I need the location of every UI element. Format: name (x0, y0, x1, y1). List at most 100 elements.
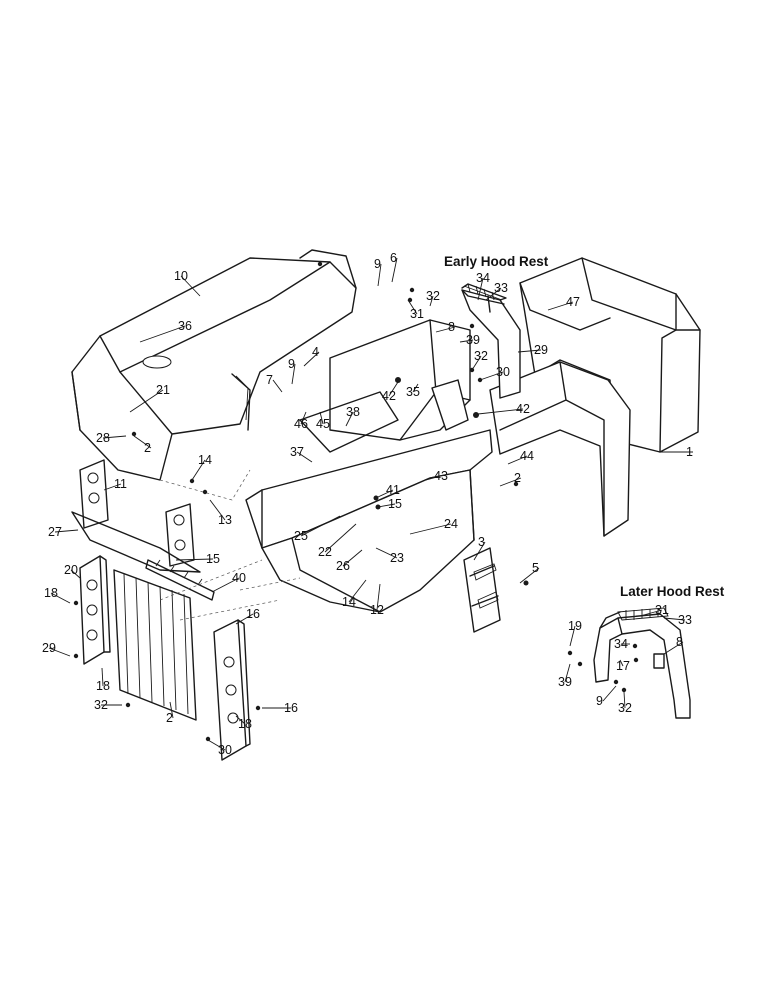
callout-number: 15 (388, 497, 402, 511)
callout-number: 13 (218, 513, 232, 527)
callout-number: 36 (178, 319, 192, 333)
callout-number: 40 (232, 571, 246, 585)
callout-number: 29 (42, 641, 56, 655)
callout-leader-line (377, 489, 394, 498)
callout-leader-line (517, 349, 542, 353)
callout-leader-line (663, 617, 686, 621)
early-hood-rest-bracket (461, 283, 521, 399)
callout-number: 2 (166, 711, 173, 725)
callout-number: 33 (678, 613, 692, 627)
callout-leader-line (471, 355, 482, 371)
callout-leader-line (102, 435, 127, 439)
callout-number: 34 (614, 637, 628, 651)
callout-number: 2 (514, 471, 521, 485)
callout-number: 39 (558, 675, 572, 689)
callout-number: 8 (448, 320, 455, 334)
callout-leader-line (602, 685, 617, 702)
callout-number: 27 (48, 525, 62, 539)
callout-number: 24 (444, 517, 458, 531)
callout-number: 43 (434, 469, 448, 483)
callout-leader-line (564, 663, 571, 683)
callout-number: 28 (96, 431, 110, 445)
callout-leader-line (388, 381, 399, 397)
callout-leader-line (70, 569, 81, 579)
callout-number: 25 (294, 529, 308, 543)
radiator-brackets (71, 459, 201, 573)
frame-side-rails (245, 319, 493, 613)
callout-leader-line (272, 379, 283, 393)
callout-number: 34 (476, 271, 490, 285)
callout-leader-line (459, 339, 474, 343)
callout-number: 30 (218, 743, 232, 757)
callout-number: 1 (686, 445, 693, 459)
callout-number: 5 (532, 561, 539, 575)
callout-number: 8 (676, 635, 683, 649)
callout-leader-line (547, 301, 574, 311)
callout-number: 18 (96, 679, 110, 693)
callout-leader-line (296, 451, 313, 463)
callout-number: 10 (174, 269, 188, 283)
callout-leader-line (103, 483, 122, 491)
callout-leader-line (207, 739, 226, 751)
callout-leader-line (477, 277, 484, 301)
callout-leader-line (291, 363, 296, 385)
callout-leader-line (101, 667, 104, 687)
grille-and-side-panels (79, 555, 251, 761)
callout-number: 47 (566, 295, 580, 309)
callout-number: 16 (284, 701, 298, 715)
callout-leader-line (623, 691, 626, 709)
callout-number: 3 (478, 535, 485, 549)
callout-number: 39 (466, 333, 480, 347)
callout-leader-line (377, 263, 382, 287)
callout-leader-line (133, 435, 152, 449)
fasteners (73, 261, 639, 742)
callout-number: 18 (44, 586, 58, 600)
callout-leader-line (407, 299, 418, 315)
callout-leader-line (412, 383, 419, 393)
callout-leader-line (319, 411, 324, 425)
callout-number: 42 (382, 389, 396, 403)
callout-leader-line (211, 577, 240, 593)
callout-number: 9 (288, 357, 295, 371)
callout-leader-line (300, 411, 307, 425)
callout-leader-line (209, 499, 226, 521)
callout-number: 4 (312, 345, 319, 359)
callout-leader-line (235, 715, 246, 725)
callout-number: 14 (342, 595, 356, 609)
callout-number: 38 (346, 405, 360, 419)
callout-number: 20 (64, 563, 78, 577)
heading-later-hood-rest: Later Hood Rest (620, 584, 725, 599)
callout-number: 45 (316, 417, 330, 431)
callout-number: 15 (206, 552, 220, 566)
callout-leader-line (377, 503, 396, 508)
hood (71, 249, 357, 501)
callout-number: 44 (520, 449, 534, 463)
callout-number: 9 (374, 257, 381, 271)
callout-leader-line (175, 558, 214, 561)
callout-number: 33 (494, 281, 508, 295)
callout-number: 30 (496, 365, 510, 379)
callout-leader-line (54, 529, 79, 533)
callout-leader-line (376, 583, 381, 611)
callout-leader-line (639, 609, 663, 617)
callout-number: 6 (390, 251, 397, 265)
callout-number: 12 (370, 603, 384, 617)
callout-number: 32 (426, 289, 440, 303)
callout-leader-line (519, 567, 540, 584)
callout-number: 42 (516, 402, 530, 416)
callout-number: 32 (618, 701, 632, 715)
callout-number: 32 (94, 698, 108, 712)
callout-number: 16 (246, 607, 260, 621)
callout-number: 46 (294, 417, 308, 431)
callout-number: 23 (390, 551, 404, 565)
callout-number: 35 (406, 385, 420, 399)
callout-leader-line (345, 411, 354, 427)
callout-number: 37 (290, 445, 304, 459)
callout-number: 31 (410, 307, 424, 321)
callout-number: 14 (198, 453, 212, 467)
callout-leader-line (429, 295, 434, 307)
callout-leader-line (409, 523, 452, 535)
callout-leader-line (435, 326, 456, 333)
